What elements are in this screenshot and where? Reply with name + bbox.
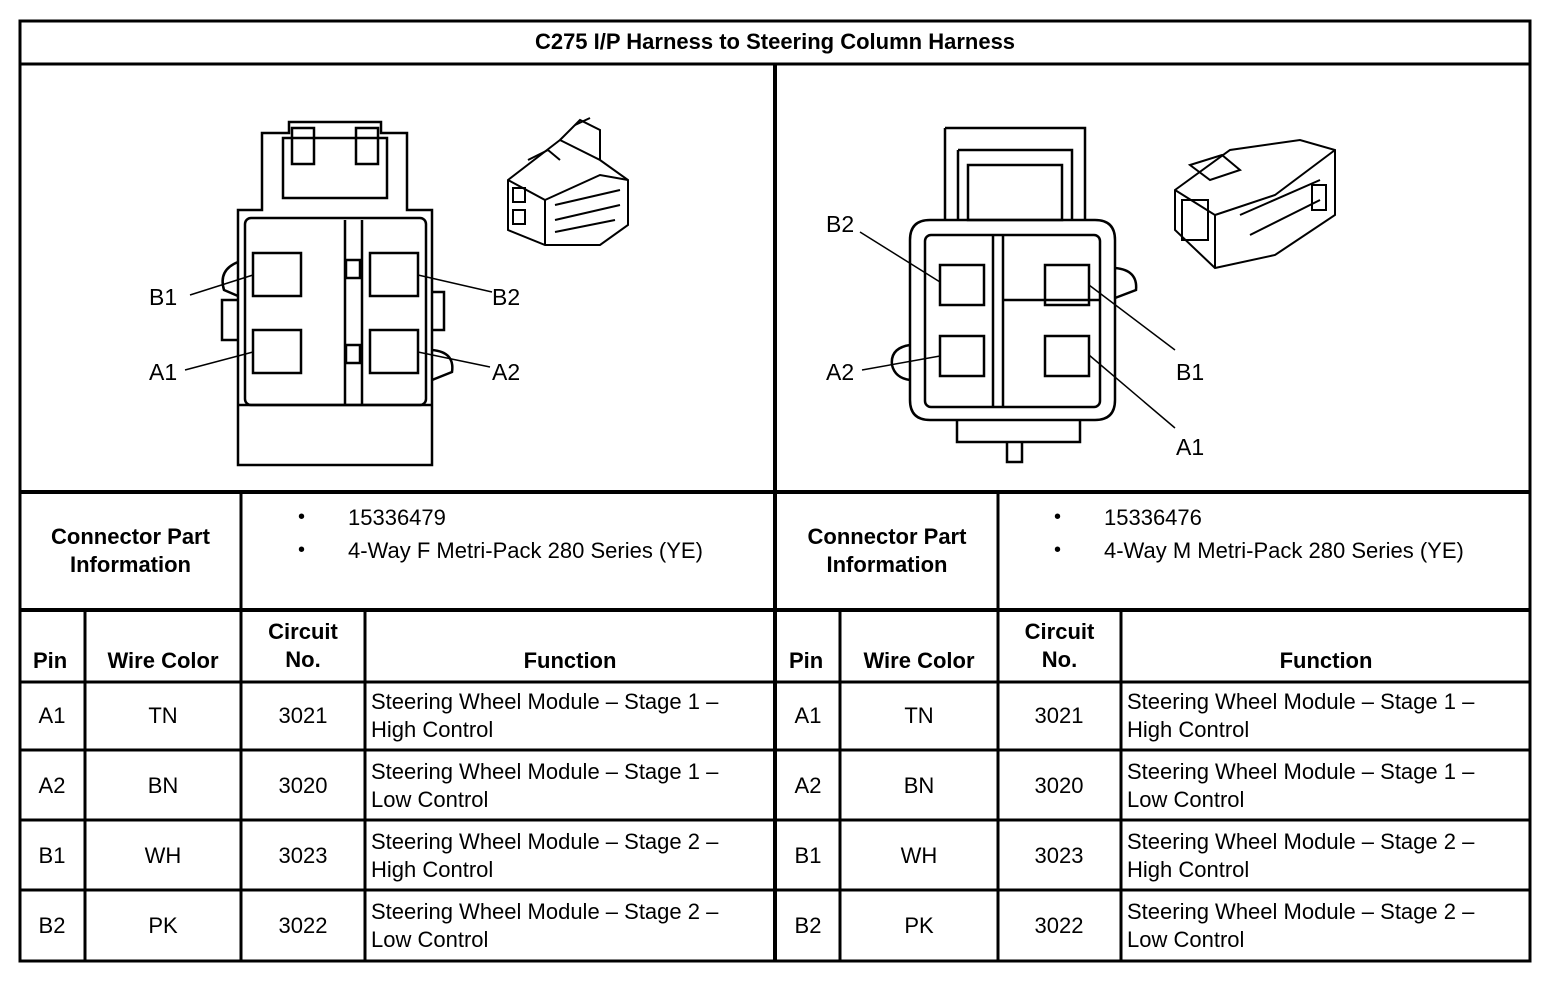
table-row-pin: A2 (794, 773, 822, 798)
table-row-wire: TN (904, 703, 934, 728)
pin-label-b2-right: B2 (826, 211, 855, 237)
table-row-wire: PK (904, 913, 934, 938)
table-row-function: Low Control (371, 787, 489, 812)
pin-label-a1-right: A1 (1176, 434, 1205, 460)
table-row-pin: A1 (794, 703, 822, 728)
table-row-pin: B1 (794, 843, 822, 868)
female-connector-iso (507, 117, 629, 246)
table-row-wire: WH (144, 843, 182, 868)
pin-label-b1-left: B1 (149, 284, 178, 310)
table-row-wire: WH (900, 843, 938, 868)
table-row-wire: PK (148, 913, 178, 938)
pin-label-a2-right: A2 (826, 359, 855, 385)
table-row-function: Low Control (1127, 927, 1245, 952)
table-row-circuit: 3023 (278, 843, 328, 868)
part-number-left: 15336479 (348, 505, 446, 530)
table-row-function: High Control (371, 717, 494, 742)
table-row-circuit: 3022 (1034, 913, 1084, 938)
table-row-function: High Control (1127, 717, 1250, 742)
header-circuit-right: Circuit No. (1024, 619, 1095, 672)
bullet-icon: • (298, 539, 306, 561)
part-number-right: 15336476 (1104, 505, 1202, 530)
connector-info-label-left: Connector Part Information (51, 524, 210, 577)
table-row-function: Steering Wheel Module – Stage 2 – (1127, 899, 1475, 924)
table-row-function: Low Control (371, 927, 489, 952)
table-row-circuit: 3022 (278, 913, 328, 938)
table-row-pin: B2 (38, 913, 66, 938)
part-description-left: 4-Way F Metri-Pack 280 Series (YE) (348, 538, 703, 563)
table-row-wire: TN (148, 703, 178, 728)
header-function-right: Function (1279, 648, 1373, 673)
table-row-function: Steering Wheel Module – Stage 2 – (1127, 829, 1475, 854)
table-row-function: Steering Wheel Module – Stage 1 – (371, 759, 719, 784)
table-row-function: Steering Wheel Module – Stage 2 – (371, 829, 719, 854)
part-description-right: 4-Way M Metri-Pack 280 Series (YE) (1104, 538, 1464, 563)
table-row-circuit: 3020 (278, 773, 328, 798)
table-row-pin: A1 (38, 703, 66, 728)
table-row-function: High Control (371, 857, 494, 882)
table-row-function: Steering Wheel Module – Stage 1 – (1127, 759, 1475, 784)
header-wire-right: Wire Color (863, 648, 975, 673)
header-function-left: Function (523, 648, 617, 673)
header-pin-left: Pin (33, 648, 68, 673)
table-row-function: Steering Wheel Module – Stage 1 – (371, 689, 719, 714)
male-connector-face (859, 126, 1176, 464)
pin-label-b2-left: B2 (492, 284, 521, 310)
pin-label-a1-left: A1 (149, 359, 178, 385)
page-title: C275 I/P Harness to Steering Column Harn… (534, 29, 1016, 54)
table-row-pin: B2 (794, 913, 822, 938)
female-connector-face (184, 120, 493, 467)
bullet-icon: • (1054, 506, 1062, 528)
table-row-circuit: 3023 (1034, 843, 1084, 868)
table-row-pin: A2 (38, 773, 66, 798)
header-circuit-left: Circuit No. (268, 619, 338, 672)
pin-label-b1-right: B1 (1176, 359, 1205, 385)
table-row-function: Steering Wheel Module – Stage 1 – (1127, 689, 1475, 714)
table-row-wire: BN (147, 773, 179, 798)
table-row-function: Steering Wheel Module – Stage 2 – (371, 899, 719, 924)
header-pin-right: Pin (789, 648, 824, 673)
table-row-circuit: 3021 (1034, 703, 1084, 728)
table-row-circuit: 3021 (278, 703, 328, 728)
pin-label-a2-left: A2 (492, 359, 521, 385)
male-connector-iso (1174, 138, 1336, 270)
table-row-circuit: 3020 (1034, 773, 1084, 798)
table-row-pin: B1 (38, 843, 66, 868)
header-wire-left: Wire Color (107, 648, 219, 673)
connector-info-label-right: Connector Part Information (807, 524, 967, 577)
bullet-icon: • (298, 506, 306, 528)
table-row-wire: BN (903, 773, 935, 798)
bullet-icon: • (1054, 539, 1062, 561)
table-row-function: High Control (1127, 857, 1250, 882)
table-row-function: Low Control (1127, 787, 1245, 812)
